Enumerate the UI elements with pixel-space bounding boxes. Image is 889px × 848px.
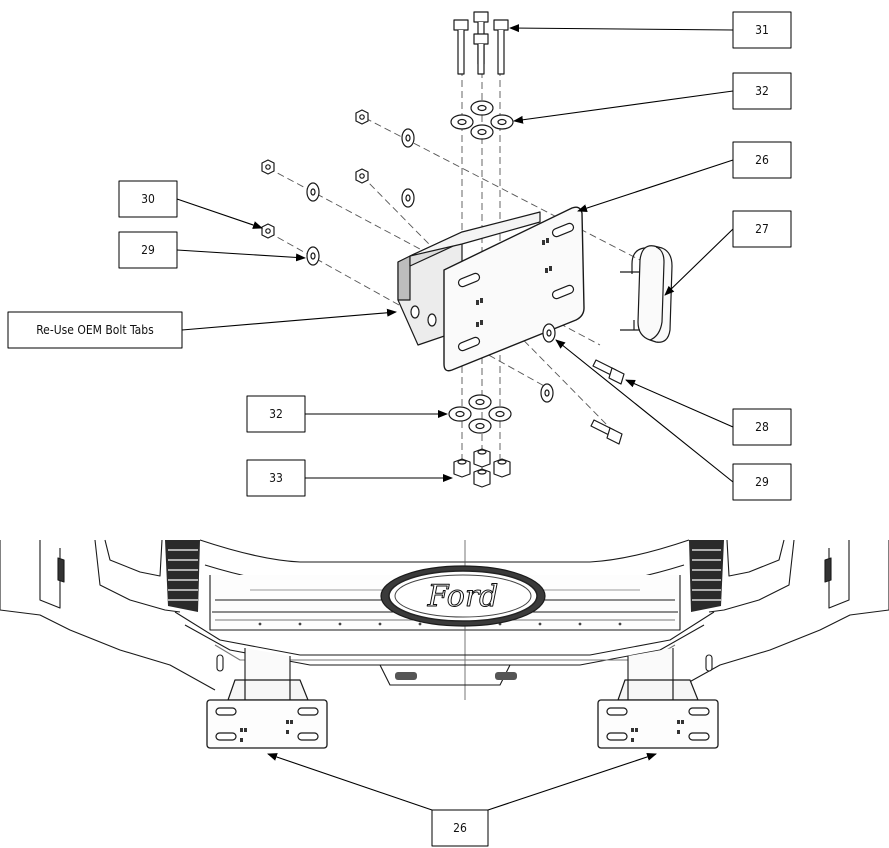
callout-box-32-bottom	[246, 395, 306, 433]
callout-box-29-left	[118, 231, 178, 269]
tow-hook-left	[395, 672, 417, 680]
callout-29-right: 29	[755, 475, 769, 489]
bolt-31	[493, 19, 509, 75]
callout-28: 28	[755, 420, 769, 434]
callout-box-reuse	[7, 311, 183, 349]
callout-box-33	[246, 459, 306, 497]
side-vent-left	[165, 540, 200, 612]
callout-box-26-top	[732, 141, 792, 179]
callout-box-27	[732, 210, 792, 248]
bolt-31	[453, 19, 469, 75]
leader-28	[625, 379, 734, 428]
leader-29-left	[176, 249, 306, 262]
callout-reuse-oem-bolt-tabs: Re-Use OEM Bolt Tabs	[36, 323, 154, 337]
callout-box-30	[118, 180, 178, 218]
callout-33: 33	[269, 471, 283, 485]
bolt-28-group	[590, 359, 625, 445]
bolt-31	[473, 33, 489, 75]
leader-26-bottom-left	[267, 753, 433, 811]
leader-32-top	[513, 90, 734, 124]
nut-30-group	[261, 109, 369, 239]
callout-box-26-bottom	[431, 809, 489, 847]
callout-27: 27	[755, 222, 769, 236]
leader-29-right	[555, 339, 734, 483]
washer-29-left-group	[306, 128, 415, 266]
bracket-26-mounted-right	[597, 679, 719, 749]
callout-box-31	[732, 11, 792, 49]
plate-27	[620, 245, 673, 343]
washer-32-top-group	[450, 100, 514, 140]
bracket-26-mounted-left	[206, 679, 328, 749]
leader-31	[509, 24, 734, 33]
leader-27	[664, 228, 734, 296]
callout-26-bottom: 26	[453, 821, 467, 835]
leader-reuse	[181, 308, 397, 331]
leader-lines	[176, 24, 734, 811]
callout-box-32-top	[732, 72, 792, 110]
callout-30: 30	[141, 192, 155, 206]
callout-29-left: 29	[141, 243, 155, 257]
callout-boxes	[7, 11, 792, 847]
tow-hook-right	[495, 672, 517, 680]
nut-33-group	[453, 448, 511, 488]
ford-emblem-text: Ford	[427, 579, 499, 614]
callout-box-28	[732, 408, 792, 446]
washer-29-right-group	[540, 323, 556, 403]
washer-32-bottom-group	[448, 394, 512, 434]
bolt-31-group	[453, 11, 509, 75]
callout-32-top: 32	[755, 84, 769, 98]
leader-26-top	[577, 159, 734, 212]
ford-emblem: Ford	[380, 565, 546, 627]
side-vent-right	[689, 540, 724, 612]
callout-31: 31	[755, 23, 769, 37]
callout-labels: 31 32 26 30 27 29 Re-Use OEM Bolt Tabs 2…	[36, 23, 769, 835]
callout-box-29-right	[732, 463, 792, 501]
callout-26-top: 26	[755, 153, 769, 167]
leader-30	[176, 198, 263, 229]
callout-32-bottom: 32	[269, 407, 283, 421]
bracket-26-exploded	[397, 206, 585, 372]
leader-26-bottom-right	[487, 753, 657, 811]
